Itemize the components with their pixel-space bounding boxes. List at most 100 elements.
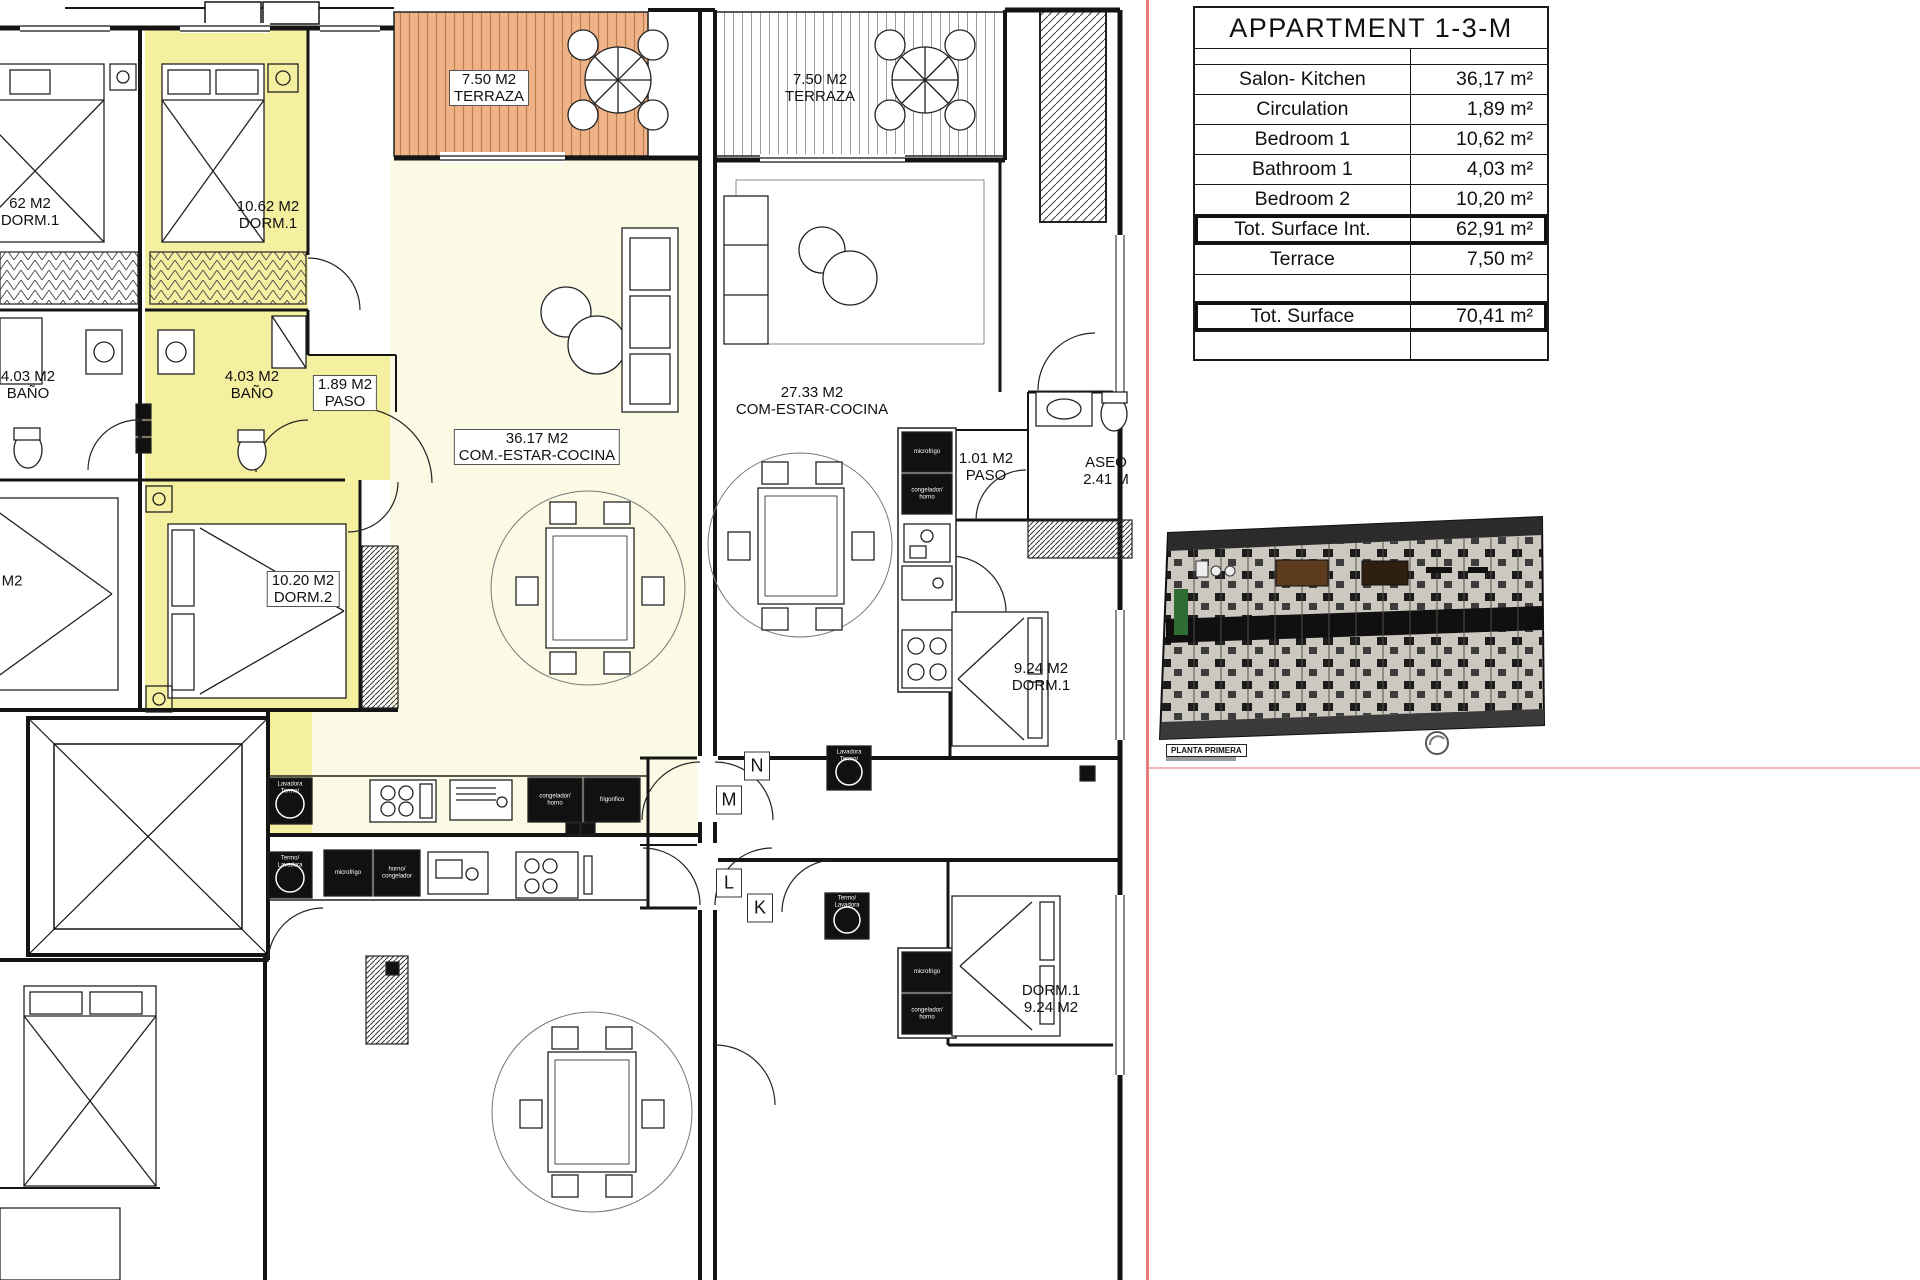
mini-plan-caption: PLANTA PRIMERA	[1166, 744, 1247, 757]
row-label: Terrace	[1195, 245, 1411, 274]
row-label: Salon- Kitchen	[1195, 65, 1411, 94]
room-name: DORM.1	[1021, 982, 1081, 999]
table-row: Bedroom 1 10,62 m²	[1195, 125, 1547, 155]
unit-marker-m: M	[716, 785, 742, 815]
row-label: Bathroom 1	[1195, 155, 1411, 184]
room-name: DORM.1	[1011, 677, 1071, 694]
room-name: PASO	[324, 393, 366, 410]
sofa-icon	[723, 179, 985, 345]
room-name: ASEO	[1085, 454, 1127, 471]
pink-divider-line	[1149, 767, 1920, 769]
laundry-boxes	[824, 745, 957, 1039]
row-value: 10,62 m²	[1456, 128, 1533, 150]
room-area: 7.50 M2	[792, 71, 848, 88]
bed-icon	[0, 497, 119, 691]
mini-core-2	[1361, 560, 1409, 586]
dining-table-icon	[491, 1011, 693, 1213]
room-name: DORM.1	[0, 212, 60, 229]
stairwell	[26, 716, 270, 957]
room-area: 4.03 M2	[0, 368, 56, 385]
row-value: 1,89 m²	[1466, 98, 1533, 120]
mini-plan	[1158, 503, 1550, 765]
row-value: 4,03 m²	[1466, 158, 1533, 180]
terrace-table-icon	[874, 29, 976, 131]
area-table: APPARTMENT 1-3-M Salon- Kitchen 36,17 m²…	[1193, 6, 1549, 361]
mini-green-zone	[1174, 589, 1188, 635]
room-area: M2	[1, 572, 23, 590]
wardrobes	[0, 251, 1133, 1045]
furniture	[0, 29, 1128, 1280]
room-name: COM-ESTAR-COCINA	[735, 401, 889, 418]
row-value: 70,41 m²	[1456, 305, 1533, 327]
dining-table-icon	[490, 490, 686, 686]
unit-marker-k: K	[747, 893, 773, 923]
room-label-m2-partial: M2	[2, 573, 23, 590]
row-label: Circulation	[1195, 95, 1411, 124]
table-row-total: Tot. Surface 70,41 m²	[1195, 302, 1547, 332]
mini-plan-svg	[1158, 515, 1546, 741]
room-name: COM.-ESTAR-COCINA	[458, 447, 616, 464]
room-name: BAÑO	[230, 385, 274, 402]
bed-icon	[951, 611, 1049, 747]
room-area: 36.17 M2	[505, 430, 569, 447]
unit-marker-l: L	[716, 868, 742, 898]
room-area: 62 M2	[9, 195, 51, 212]
row-value: 10,20 m²	[1456, 188, 1533, 210]
row-label: Bedroom 2	[1195, 185, 1411, 214]
table-spacer	[1195, 49, 1547, 65]
terrace-decks	[393, 9, 1107, 223]
room-name: TERRAZA	[784, 88, 856, 105]
terrace-table-icon	[567, 29, 669, 131]
mini-plan-logo	[1424, 730, 1450, 756]
row-value: 62,91 m²	[1456, 218, 1533, 240]
row-value: 36,17 m²	[1456, 68, 1533, 90]
room-area: 1.89 M2	[317, 376, 373, 393]
room-name: PASO	[965, 467, 1007, 484]
table-row: Circulation 1,89 m²	[1195, 95, 1547, 125]
room-area: 1.01 M2	[958, 450, 1014, 467]
tv-unit-icon	[621, 227, 679, 413]
table-footer	[1195, 332, 1547, 359]
kitchen-column	[897, 427, 957, 693]
room-area: 9.24 M2	[1023, 999, 1079, 1016]
bed-icon	[0, 63, 137, 243]
room-area: 10.62 M2	[236, 198, 300, 215]
windows	[20, 23, 1127, 1075]
table-row-total-interior: Tot. Surface Int. 62,91 m²	[1195, 215, 1547, 245]
bathroom-fixtures	[0, 317, 123, 469]
area-table-title: APPARTMENT 1-3-M	[1195, 8, 1547, 49]
bathroom-fixtures	[157, 315, 307, 471]
bed-icon	[951, 895, 1061, 1037]
row-value: 7,50 m²	[1466, 248, 1533, 270]
room-area: 4.03 M2	[224, 368, 280, 385]
bed-icon	[161, 63, 299, 243]
table-row: Bathroom 1 4,03 m²	[1195, 155, 1547, 185]
row-label: Tot. Surface	[1195, 302, 1411, 331]
bed-icon	[0, 985, 157, 1280]
table-spacer	[1195, 275, 1547, 302]
mini-core-1	[1275, 559, 1329, 587]
table-row: Terrace 7,50 m²	[1195, 245, 1547, 275]
red-divider-line	[1146, 0, 1149, 1280]
floor-plan-svg	[0, 1, 1133, 1280]
room-name: BAÑO	[6, 385, 50, 402]
pergola-hatch	[1039, 9, 1107, 223]
room-name: TERRAZA	[453, 88, 525, 105]
floor-plan	[0, 1, 1133, 1280]
room-area: 10.20 M2	[271, 572, 335, 589]
table-row: Salon- Kitchen 36,17 m²	[1195, 65, 1547, 95]
